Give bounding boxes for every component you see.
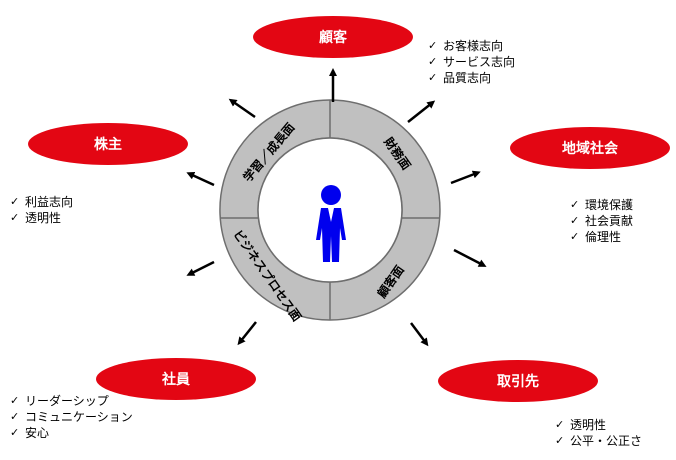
attribute-item: サービス志向 <box>443 54 515 69</box>
arrow-to-left <box>186 260 215 276</box>
arrow-to-community <box>450 170 481 185</box>
check-icon: ✓ <box>10 410 19 423</box>
check-icon: ✓ <box>10 195 19 208</box>
stakeholder-community: 地域社会 <box>510 127 670 169</box>
community-attributes: ✓ 環境保護 ✓ 社会貢献 ✓ 倫理性 <box>570 197 633 244</box>
attribute-item: 利益志向 <box>25 194 73 209</box>
arrow-to-shareholder <box>186 172 215 187</box>
customer-ellipse <box>253 16 413 58</box>
community-ellipse <box>510 127 670 169</box>
attribute-item: 品質志向 <box>443 70 491 85</box>
stakeholder-partner: 取引先 <box>438 360 598 402</box>
check-icon: ✓ <box>570 214 579 227</box>
attribute-item: 透明性 <box>570 418 606 432</box>
arrow-to-right <box>453 248 487 267</box>
employee-attributes: ✓ リーダーシップ ✓ コミュニケーション ✓ 安心 <box>10 393 133 440</box>
arrows <box>186 68 487 347</box>
partner-ellipse <box>438 360 598 402</box>
arrow-to-employee <box>237 321 257 346</box>
attribute-item: 安心 <box>25 425 49 440</box>
stakeholder-shareholder: 株主 <box>28 123 188 165</box>
check-icon: ✓ <box>555 418 564 431</box>
customer-attributes: ✓ お客様志向 ✓ サービス志向 ✓ 品質志向 <box>428 38 515 85</box>
stakeholder-customer: 顧客 <box>253 16 413 58</box>
attribute-item: 社会貢献 <box>585 213 633 228</box>
shareholder-attributes: ✓ 利益志向 ✓ 透明性 <box>10 194 73 225</box>
shareholder-label: 株主 <box>94 136 122 153</box>
check-icon: ✓ <box>570 198 579 211</box>
attribute-item: 公平・公正さ <box>570 434 642 448</box>
check-icon: ✓ <box>10 394 19 407</box>
arrow-to-upper-left <box>228 98 256 119</box>
check-icon: ✓ <box>428 71 437 84</box>
customer-label: 顧客 <box>319 29 348 46</box>
check-icon: ✓ <box>10 426 19 439</box>
person-icon <box>316 185 346 262</box>
shareholder-ellipse <box>28 123 188 165</box>
check-icon: ✓ <box>428 55 437 68</box>
check-icon: ✓ <box>428 39 437 52</box>
check-icon: ✓ <box>570 230 579 243</box>
stakeholder-employee: 社員 <box>96 358 256 400</box>
employee-label: 社員 <box>161 371 190 388</box>
arrow-to-partner <box>410 322 429 347</box>
attribute-item: お客様志向 <box>443 38 503 53</box>
attribute-item: リーダーシップ <box>25 393 109 408</box>
check-icon: ✓ <box>10 211 19 224</box>
attribute-item: 環境保護 <box>585 197 633 212</box>
check-icon: ✓ <box>555 434 564 447</box>
attribute-item: コミュニケーション <box>25 410 133 424</box>
employee-ellipse <box>96 358 256 400</box>
partner-label: 取引先 <box>497 373 539 390</box>
community-label: 地域社会 <box>562 140 619 157</box>
partner-attributes: ✓ 透明性 ✓ 公平・公正さ <box>555 418 642 448</box>
arrow-to-upper-right <box>407 100 436 123</box>
center-ring: 学習／成長面 財務面 ビジネスプロセス面 顧客面 <box>219 99 441 324</box>
attribute-item: 透明性 <box>25 211 61 225</box>
attribute-item: 倫理性 <box>585 230 621 244</box>
